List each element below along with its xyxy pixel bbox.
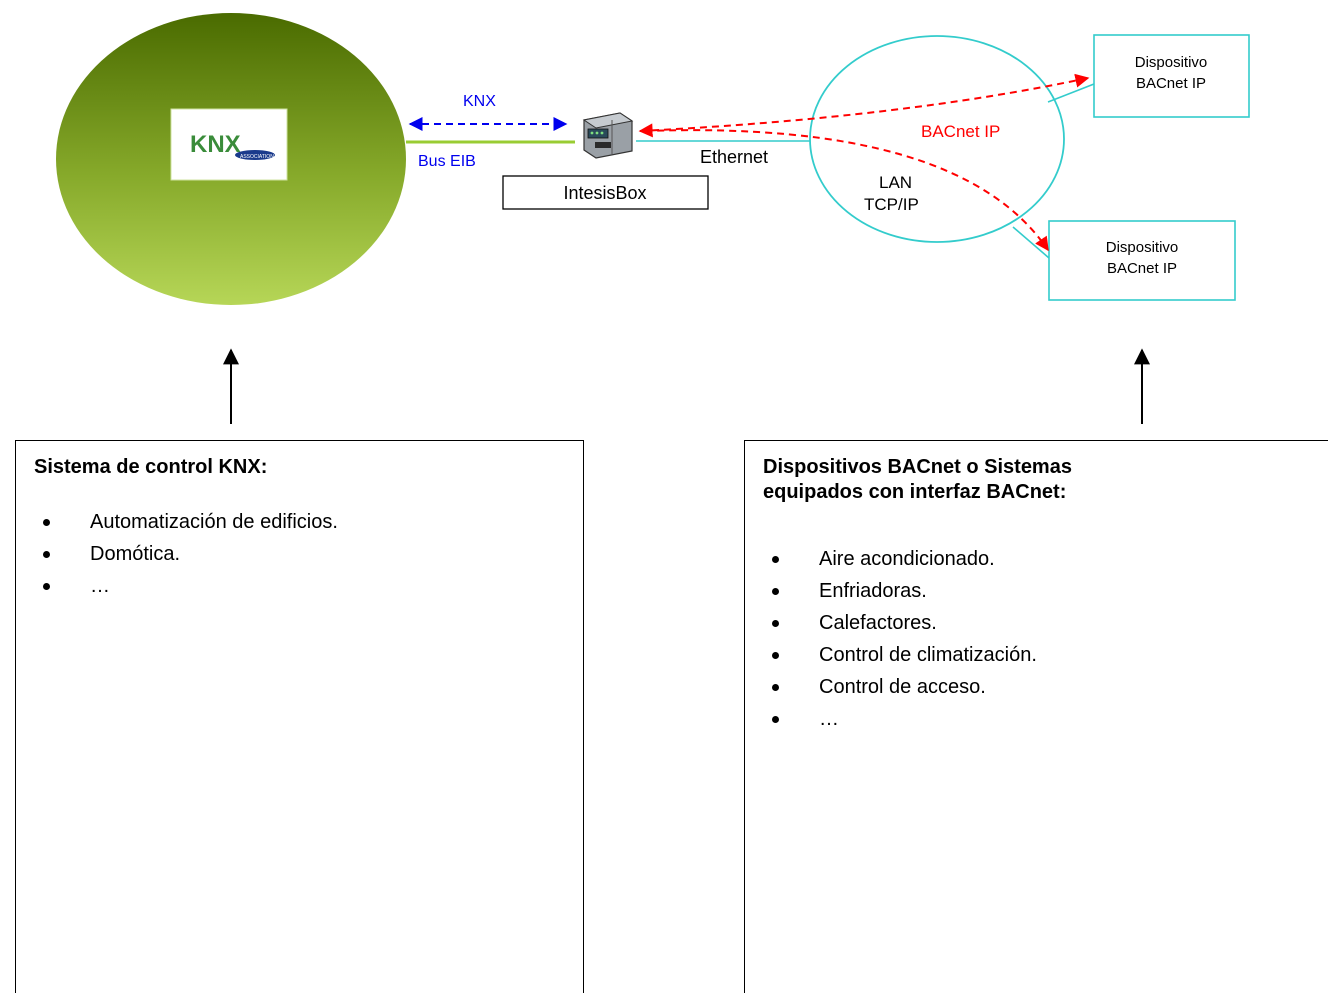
bacnet-panel-title-line1: Dispositivos BACnet o Sistemas: [763, 456, 1072, 478]
gateway-label: IntesisBox: [563, 183, 646, 203]
bacnet-panel-title-line2: equipados con interfaz BACnet:: [763, 481, 1067, 503]
bacnet-systems-panel: Dispositivos BACnet o Sistemas equipados…: [744, 440, 1328, 993]
device-bottom-line2: BACnet IP: [1107, 260, 1177, 277]
knx-logo-text: KNX: [190, 131, 241, 158]
list-item: Calefactores.: [763, 607, 1310, 639]
list-item: Domótica.: [34, 538, 565, 570]
knx-system-panel: Sistema de control KNX: Automatización d…: [15, 440, 584, 993]
lan-to-device-bottom: [1012, 226, 1050, 259]
lan-label-line2: TCP/IP: [864, 195, 919, 214]
knx-label: KNX: [463, 93, 496, 110]
ethernet-label: Ethernet: [700, 147, 768, 167]
bacnet-device-top: [1093, 34, 1250, 118]
bus-eib-label: Bus EIB: [418, 153, 476, 170]
gateway-device-icon: [582, 112, 634, 159]
list-item: Aire acondicionado.: [763, 543, 1310, 575]
lan-ellipse: [809, 35, 1065, 243]
list-item: Control de acceso.: [763, 671, 1310, 703]
bacnet-label: BACnet IP: [921, 122, 1000, 141]
list-item: Enfriadoras.: [763, 575, 1310, 607]
list-item: …: [763, 703, 1310, 735]
list-item: Control de climatización.: [763, 639, 1310, 671]
gateway-label-box: [502, 175, 709, 210]
lan-to-device-top: [1047, 83, 1095, 103]
lan-label-line1: LAN: [879, 173, 912, 192]
bacnet-device-bottom: [1048, 220, 1236, 301]
device-top-line2: BACnet IP: [1136, 75, 1206, 92]
knx-logo-subtext: ASSOCIATION: [240, 154, 274, 160]
knx-panel-title: Sistema de control KNX:: [34, 456, 268, 478]
list-item: Automatización de edificios.: [34, 506, 565, 538]
list-item: …: [34, 570, 565, 602]
knx-logo: KNX ASSOCIATION: [170, 108, 288, 181]
bacnet-panel-list: Aire acondicionado. Enfriadoras. Calefac…: [763, 543, 1310, 735]
knx-panel-list: Automatización de edificios. Domótica. …: [34, 506, 565, 602]
device-bottom-line1: Dispositivo: [1106, 239, 1179, 256]
bacnet-arrow-top: [638, 73, 1090, 138]
device-top-line1: Dispositivo: [1135, 54, 1208, 71]
